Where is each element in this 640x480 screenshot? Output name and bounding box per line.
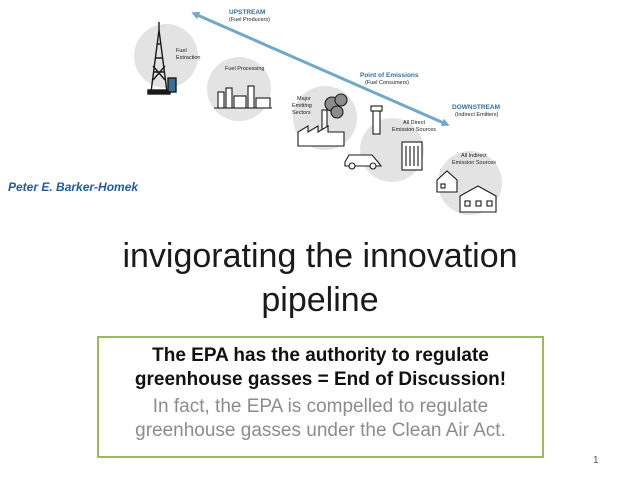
midstream-sublabel: (Fuel Consumers) (365, 80, 409, 86)
slide-title-line-2: pipeline (261, 281, 379, 319)
midstream-label: Point of Emissions (360, 72, 419, 79)
node-label-major-1: Major (297, 96, 311, 102)
downstream-label: DOWNSTREAM (452, 104, 500, 111)
author-name: Peter E. Barker-Homek (8, 180, 139, 194)
node-label-indirect-1: All Indirect (461, 153, 487, 159)
oil-rig-icon (147, 22, 177, 95)
page-number: 1 (593, 455, 599, 466)
node-label-major-2: Emitting (292, 103, 312, 109)
statement-bold-line-2: greenhouse gasses = End of Discussion! (134, 369, 507, 390)
node-label-major-3: Sectors (292, 110, 311, 116)
upstream-label: UPSTREAM (229, 9, 265, 16)
node-label-direct-2: Emission Sources (392, 127, 436, 133)
downstream-sublabel: (Indirect Emitters) (455, 112, 499, 118)
houses-icon (436, 170, 497, 213)
node-label-direct-1: All Direct (403, 120, 425, 126)
statement-normal-line-2: greenhouse gasses under the Clean Air Ac… (135, 420, 506, 441)
statement-normal-line-1: In fact, the EPA is compelled to regulat… (152, 396, 489, 417)
slide-title-line-1: invigorating the innovation (122, 237, 518, 275)
node-label-fuel-processing: Fuel Processing (225, 66, 264, 72)
direct-sources-icon (344, 105, 423, 171)
pipeline-arrow (191, 11, 450, 127)
statement-bold-line-1: The EPA has the authority to regulate (152, 345, 489, 366)
statement-box: The EPA has the authority to regulate gr… (97, 336, 544, 458)
node-label-fuel-extraction-1: Fuel (176, 48, 187, 54)
refinery-icon (214, 85, 272, 109)
factory-smoke-icon (297, 93, 348, 147)
node-label-indirect-2: Emission Sources (452, 160, 496, 166)
statement-normal-text: In fact, the EPA is compelled to regulat… (99, 395, 542, 443)
emissions-pipeline-diagram: UPSTREAM (Fuel Producers) Point of Emiss… (134, 9, 502, 215)
upstream-sublabel: (Fuel Producers) (229, 17, 270, 23)
node-circle-fuel-extraction (134, 24, 198, 88)
slide-title: invigorating the innovation pipeline (60, 234, 580, 322)
node-label-fuel-extraction-2: Extraction (176, 55, 200, 61)
